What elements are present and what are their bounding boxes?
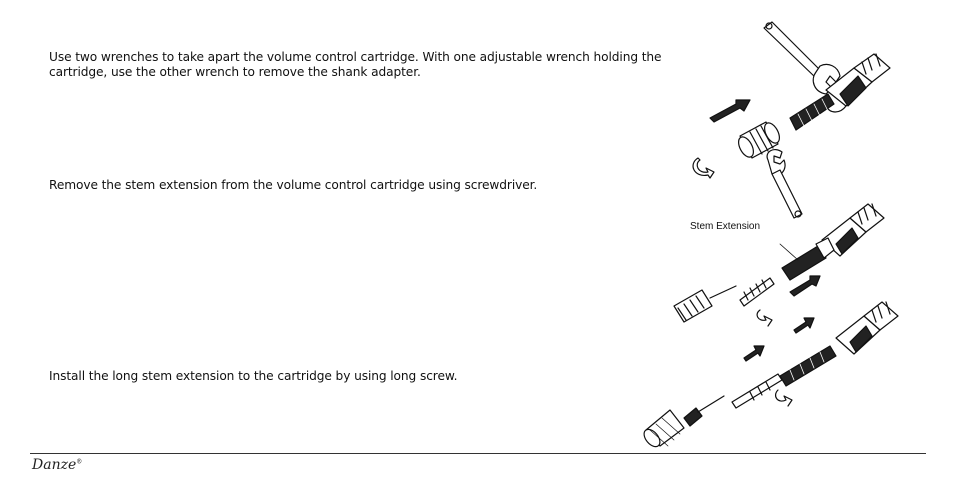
lower-wrench-icon [766, 148, 803, 219]
stem-extension-label: Stem Extension [690, 221, 761, 232]
brand-registered-mark: ® [76, 458, 83, 466]
step-3-diagram [643, 301, 899, 448]
upper-wrench-icon [763, 21, 841, 95]
brand-name: Danze [32, 457, 77, 473]
threaded-stem-icon [789, 93, 835, 131]
step-1-diagram [692, 21, 891, 219]
screwdriver-icon [673, 285, 737, 323]
brand-logo: Danze® [32, 457, 82, 473]
step-2-instruction: Remove the stem extension from the volum… [49, 178, 538, 192]
cartridge-body-icon [825, 53, 891, 113]
step-1-instruction: Use two wrenches to take apart the volum… [49, 50, 662, 79]
cartridge-disassembly-illustration [643, 21, 899, 448]
long-screwdriver-icon [643, 395, 725, 448]
footer-divider [30, 453, 926, 454]
step-2-diagram [673, 203, 885, 327]
step-3-instruction: Install the long stem extension to the c… [49, 369, 458, 383]
shank-adapter-icon [738, 121, 780, 159]
rotation-arrow-icon [692, 157, 715, 179]
removal-arrow-icon [709, 99, 751, 123]
